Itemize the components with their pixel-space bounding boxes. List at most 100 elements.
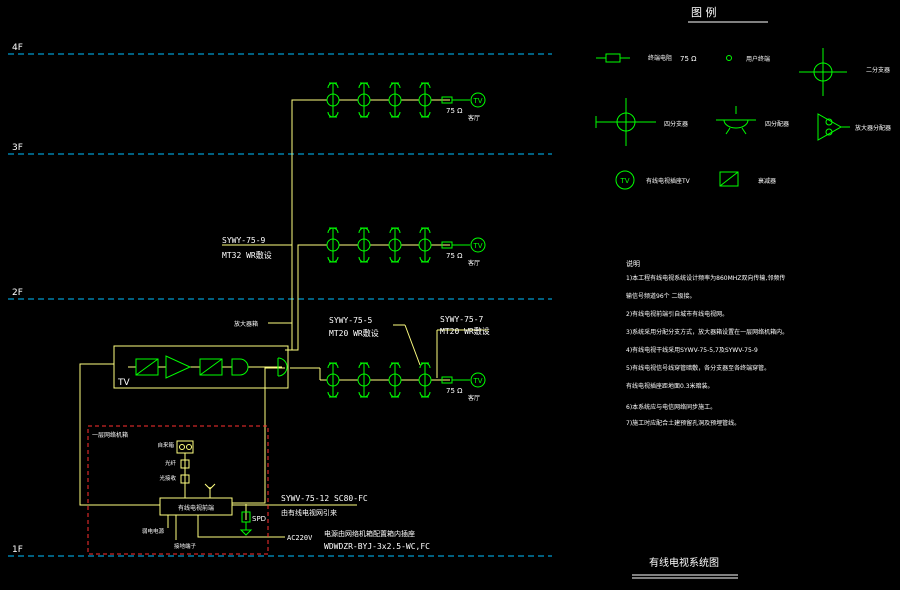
feed-to-amp-box — [79, 363, 160, 506]
branch-conduit-left-label: MT20 WR敷设 — [329, 328, 379, 338]
room-label: 客厅 — [468, 259, 480, 267]
two-way-tap-icon — [357, 82, 371, 118]
notes-line-7: 有线电视插座距地面0.3米暗装。 — [626, 382, 714, 390]
amplifier-box-outline — [113, 345, 289, 389]
legend-four-way-splitter: 四分配器 — [716, 106, 789, 135]
riser-line-3f — [288, 244, 320, 351]
floor-labels: 4F 3F 2F 1F — [12, 43, 23, 555]
optical-port-icon — [186, 444, 192, 450]
headend-device — [159, 497, 233, 516]
notes-line-5: 4)有线电视干线采用SYWV-75-5,7及SYWV-75-9 — [626, 346, 758, 354]
box-label-1: 自来箱 — [157, 441, 174, 449]
two-way-tap-icon — [357, 362, 371, 398]
branch-cable-left-label: SYWY-75-5 — [329, 316, 373, 325]
svg-text:放大器分配器: 放大器分配器 — [855, 124, 891, 132]
svg-text:有线电视插座TV: 有线电视插座TV — [646, 177, 691, 185]
svg-text:四分支器: 四分支器 — [664, 120, 688, 128]
tv-outlet-label: TV — [472, 242, 482, 250]
notes-title: 说明 — [626, 259, 640, 268]
termination-value-label: 75 Ω — [446, 107, 463, 115]
two-way-tap-icon — [357, 227, 371, 263]
notes-line-2: 输信号频道96个 二级接。 — [626, 292, 696, 300]
amp-attenuator-1 — [135, 358, 159, 376]
legend-two-way-tap: 二分支器 — [799, 48, 890, 96]
riser-wiring — [79, 99, 488, 538]
incoming-note: 由有线电视网引来 — [281, 508, 337, 517]
power-cable-label: WDWDZR-BYJ-3x2.5-WC,FC — [324, 542, 430, 551]
branch-cable-right-label: SYWY-75-7 — [440, 315, 484, 324]
notes-line-4: 3)系统采用分配分支方式，放大器箱设置在一层网络机箱内。 — [626, 328, 788, 336]
legend-title: 图 例 — [691, 5, 717, 19]
front-to-amp-link — [232, 367, 285, 504]
two-way-tap-icon — [418, 82, 432, 118]
notes: 说明 1)本工程有线电视系统设计频率为860MHZ双向传输,邻频传 输信号频道9… — [626, 259, 788, 427]
footer-title-block: 有线电视系统图 — [632, 556, 738, 579]
incoming-labels: SYWV-75-12 SC80-FC 由有线电视网引来 电源由网络机箱配置箱内插… — [281, 494, 430, 551]
floor-label-4f: 4F — [12, 43, 23, 53]
legend-user-terminal: 用户终端 — [726, 55, 770, 63]
svg-text:终端电阻: 终端电阻 — [648, 54, 672, 62]
amp-amplifier-1 — [165, 355, 192, 379]
notes-line-6: 5)有线电视信号线穿管暗敷，各分支器至各终端穿管。 — [626, 364, 770, 372]
amp-attenuator-2 — [199, 358, 223, 376]
footer-title: 有线电视系统图 — [649, 556, 719, 569]
tv-outlet-label: TV — [472, 377, 482, 385]
svg-text:二分支器: 二分支器 — [866, 66, 890, 74]
two-way-tap-icon — [418, 227, 432, 263]
legend: 图 例 终端电阻 75 Ω 用户终端 二分支器 四分支器 — [595, 5, 891, 190]
riser-labels: SYWY-75-9 MT32 WR敷设 SYWY-75-5 MT20 WR敷设 … — [222, 236, 490, 338]
floor-label-2f: 2F — [12, 288, 23, 298]
two-way-tap-icon — [326, 227, 340, 263]
svg-text:用户终端: 用户终端 — [746, 55, 770, 63]
floor-label-3f: 3F — [12, 143, 23, 153]
two-way-tap-icon — [326, 82, 340, 118]
two-way-tap-icon — [418, 362, 432, 398]
termination-value-label: 75 Ω — [446, 252, 463, 260]
floor-label-1f: 1F — [12, 545, 23, 555]
distribution-box-outline — [87, 425, 269, 555]
tv-outlet-icon — [470, 237, 486, 253]
branch-leader-diag — [404, 324, 421, 366]
tv-outlet-icon — [470, 92, 486, 108]
room-label: 客厅 — [468, 394, 480, 402]
svg-text:衰减器: 衰减器 — [758, 177, 776, 185]
legend-tv-outlet: TV 有线电视插座TV — [615, 170, 691, 190]
amplifier-box: TV — [113, 345, 289, 389]
legend-four-way-tap: 四分支器 — [595, 98, 688, 146]
notes-line-8: 6)本系统应与电信网络同步施工。 — [626, 403, 716, 411]
tv-outlet-icon — [470, 372, 486, 388]
box-label-3: 光接收 — [159, 474, 176, 482]
two-way-tap-icon — [388, 362, 402, 398]
optical-port-icon — [179, 444, 185, 450]
amp-splitter — [277, 357, 288, 377]
svg-text:四分配器: 四分配器 — [765, 120, 789, 128]
notes-line-3: 2)有线电视前端引自城市有线电视网。 — [626, 310, 728, 318]
legend-amplifier-splitter: 放大器分配器 — [817, 113, 891, 141]
trunk-cable-label: SYWY-75-9 — [222, 236, 266, 245]
incoming-cable-label: SYWV-75-12 SC80-FC — [281, 494, 368, 503]
riser-line-4f — [285, 99, 320, 351]
amp-note: 放大器箱 — [234, 320, 258, 328]
amplifier-box-label: TV — [117, 378, 130, 388]
notes-line-9: 7)施工时应配合土建预留孔洞及预埋管线。 — [626, 419, 740, 427]
optical-node-icon — [180, 474, 190, 484]
two-way-tap-icon — [388, 227, 402, 263]
termination-value-label: 75 Ω — [446, 387, 463, 395]
box-bottom-label-1: 弱电电源 — [142, 527, 165, 535]
tap-row-end: TV 75 Ω 客厅 — [441, 372, 486, 402]
svg-text:TV: TV — [619, 177, 629, 185]
legend-attenuator: 衰减器 — [719, 171, 776, 187]
trunk-conduit-label: MT32 WR敷设 — [222, 250, 272, 260]
svg-text:75 Ω: 75 Ω — [680, 55, 697, 63]
tap-row-end: TV 75 Ω 客厅 — [441, 237, 486, 267]
ground-icon — [239, 529, 253, 536]
power-note: 电源由网络机箱配置箱内插座 — [324, 529, 415, 538]
distribution-box: 一层网络机箱 有线电视前端 自来箱 光纤 光接收 SPD 弱电电源 接地端子 — [87, 425, 269, 555]
optical-receiver-icon — [180, 459, 190, 469]
distribution-box-title: 一层网络机箱 — [92, 431, 128, 439]
legend-termination: 终端电阻 75 Ω — [596, 53, 697, 63]
